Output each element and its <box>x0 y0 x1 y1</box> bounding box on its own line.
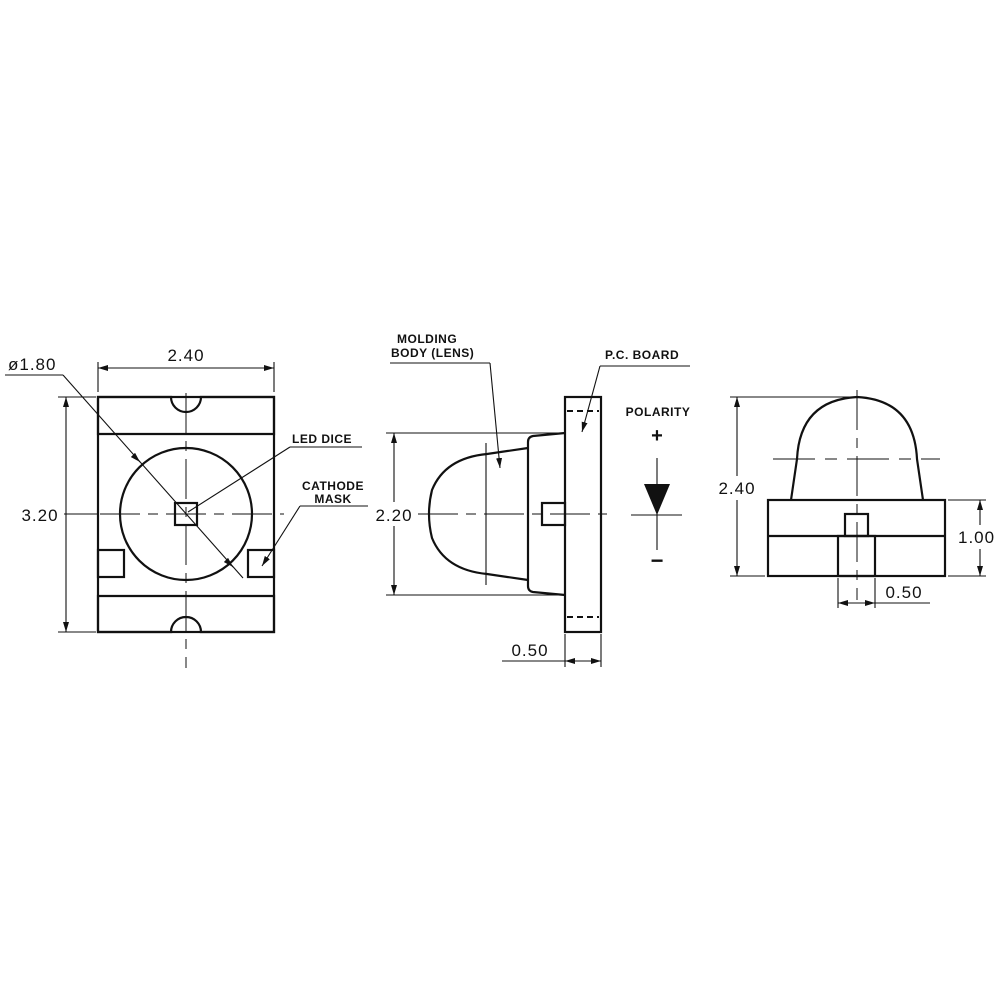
end-height-dim: 2.40 <box>718 479 755 498</box>
left-pad <box>96 548 126 579</box>
minus-sign: − <box>651 548 664 573</box>
height-dim: 3.20 <box>21 506 58 525</box>
lens-label-1: MOLDING <box>397 332 457 346</box>
side-view: 2.20 MOLDING BODY (LENS) P.C. BOARD POLA… <box>372 332 690 667</box>
polarity-label: POLARITY <box>626 405 691 419</box>
plus-sign: + <box>651 425 663 447</box>
cathode-mask-pad <box>246 548 276 579</box>
pc-board-label: P.C. BOARD <box>605 348 679 362</box>
front-view: 2.40 3.20 ø1.80 LED DICE CATHODE MASK <box>5 346 368 668</box>
top-electrode <box>96 395 276 436</box>
bottom-electrode <box>96 594 276 634</box>
lens-label-2: BODY (LENS) <box>391 346 474 360</box>
lens-height-dim: 2.20 <box>375 506 412 525</box>
diameter-dim: ø1.80 <box>8 355 56 374</box>
cathode-label-1: CATHODE <box>302 479 364 493</box>
end-view: 2.40 1.00 0.50 <box>712 390 1000 608</box>
pad-width-dim: 0.50 <box>885 583 922 602</box>
pcb-thickness-dim: 0.50 <box>511 641 548 660</box>
base-height-dim: 1.00 <box>958 528 995 547</box>
led-dice-label: LED DICE <box>292 432 352 446</box>
width-dim: 2.40 <box>167 346 204 365</box>
housing-step <box>526 431 566 597</box>
diode-symbol-icon <box>631 458 682 550</box>
cathode-label-2: MASK <box>314 492 351 506</box>
